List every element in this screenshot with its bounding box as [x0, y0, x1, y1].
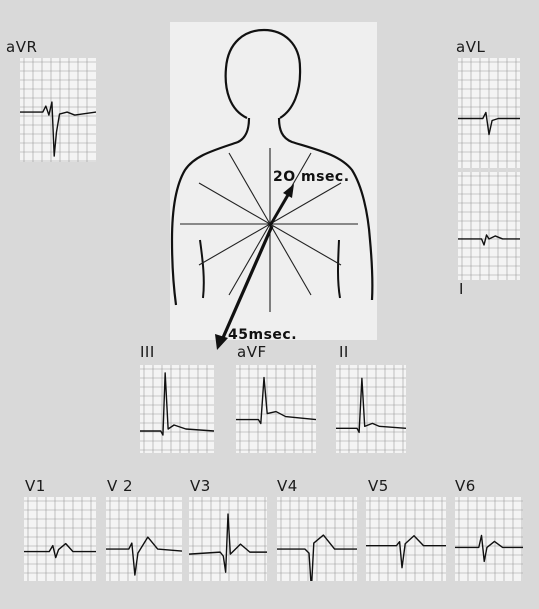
ecg-paper — [189, 497, 267, 581]
ecg-strip-v6 — [455, 497, 523, 581]
ecg-paper — [24, 497, 96, 581]
ecg-strip-avr — [20, 58, 96, 162]
ecg-strip-v3 — [189, 497, 267, 581]
ecg-paper — [20, 58, 96, 162]
vector-45ms-label: 45msec. — [228, 328, 297, 342]
lead-label-ii: II — [339, 345, 349, 360]
ecg-strip-v5 — [366, 497, 446, 581]
ecg-strip-v2 — [106, 497, 182, 581]
ecg-strip-v1 — [24, 497, 96, 581]
lead-label-v4: V4 — [277, 479, 298, 494]
lead-label-v2: V 2 — [107, 479, 133, 494]
ecg-strip-avf — [236, 365, 316, 453]
ecg-paper — [106, 497, 182, 581]
ecg-strip-v4 — [277, 497, 357, 581]
ecg-strip-iii — [140, 365, 214, 453]
lead-label-v3: V3 — [190, 479, 211, 494]
lead-label-v6: V6 — [455, 479, 476, 494]
lead-label-v5: V5 — [368, 479, 389, 494]
vector-20ms-label: 2O msec. — [273, 170, 350, 184]
ecg-strip-avl — [458, 58, 520, 168]
ecg-strip-ii — [336, 365, 406, 453]
ecg-strip-i — [458, 172, 520, 280]
lead-label-avf: aVF — [237, 345, 267, 360]
lead-label-avr: aVR — [6, 40, 37, 55]
lead-label-v1: V1 — [25, 479, 46, 494]
lead-label-avl: aVL — [456, 40, 485, 55]
lead-label-i: I — [459, 282, 464, 297]
lead-label-iii: III — [140, 345, 155, 360]
